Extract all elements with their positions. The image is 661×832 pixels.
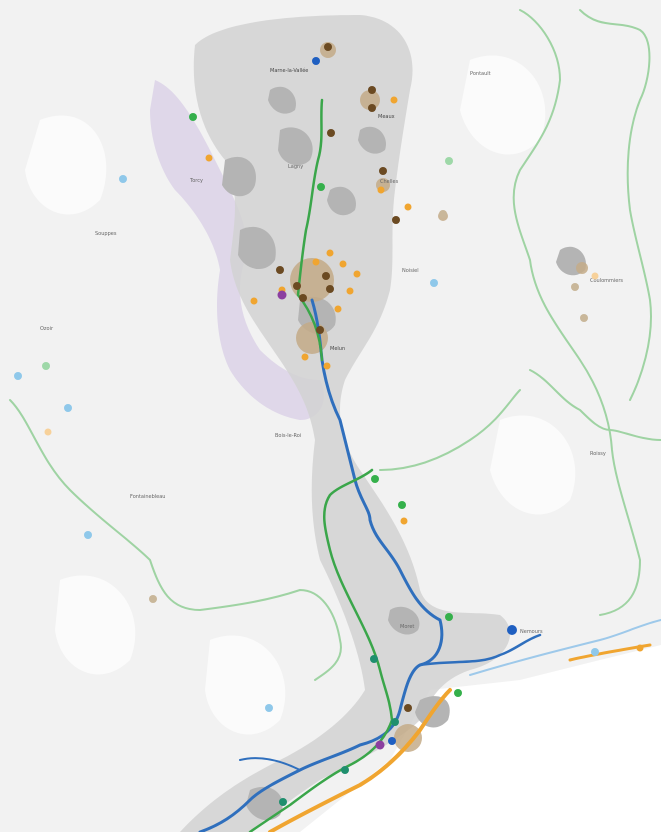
marker-green[interactable] bbox=[445, 613, 453, 621]
marker-blue[interactable] bbox=[312, 57, 320, 65]
marker-light-blue[interactable] bbox=[64, 404, 72, 412]
label-l1: Marne-la-Vallée bbox=[270, 67, 308, 74]
marker-tan[interactable] bbox=[149, 595, 157, 603]
coastline-orange bbox=[268, 688, 452, 832]
marker-teal[interactable] bbox=[370, 655, 378, 663]
label-l7: Ozoir bbox=[40, 326, 54, 332]
place-labels: Marne-la-Vallée Meaux Lagny Chelles Torc… bbox=[40, 67, 623, 635]
marker-green[interactable] bbox=[398, 501, 406, 509]
study-corridor bbox=[180, 15, 510, 832]
marker-orange[interactable] bbox=[301, 353, 309, 361]
green-route bbox=[248, 98, 394, 832]
marker-brown[interactable] bbox=[368, 104, 376, 112]
regional-routes bbox=[9, 9, 661, 681]
urban-areas bbox=[222, 86, 586, 821]
label-l9: Bois-le-Roi bbox=[275, 433, 301, 439]
marker-teal[interactable] bbox=[391, 718, 399, 726]
marker-orange[interactable] bbox=[636, 644, 644, 652]
marker-teal[interactable] bbox=[341, 766, 349, 774]
marker-brown[interactable] bbox=[322, 272, 330, 280]
marker-brown[interactable] bbox=[316, 326, 324, 334]
marker-teal[interactable] bbox=[279, 798, 287, 806]
marker-brown[interactable] bbox=[299, 294, 307, 302]
label-l6: Noisiel bbox=[402, 268, 419, 274]
marker-light-blue[interactable] bbox=[591, 648, 599, 656]
marker-green[interactable] bbox=[371, 475, 379, 483]
marker-light-blue[interactable] bbox=[265, 704, 273, 712]
label-l8: Melun bbox=[330, 346, 345, 352]
label-l3: Lagny bbox=[288, 164, 303, 170]
marker-green[interactable] bbox=[317, 183, 325, 191]
marker-brown[interactable] bbox=[276, 266, 284, 274]
river-branch bbox=[418, 633, 542, 667]
marker-orange[interactable] bbox=[346, 287, 354, 295]
marker-brown[interactable] bbox=[327, 129, 335, 137]
label-l16: Coulommiers bbox=[590, 278, 623, 284]
marker-light-blue[interactable] bbox=[119, 175, 127, 183]
marker-green[interactable] bbox=[189, 113, 197, 121]
marker-light-blue[interactable] bbox=[14, 372, 22, 380]
marker-orange[interactable] bbox=[250, 297, 258, 305]
marker-brown[interactable] bbox=[326, 285, 334, 293]
marker-brown[interactable] bbox=[293, 282, 301, 290]
markers[interactable] bbox=[14, 43, 644, 806]
label-l13: Souppes bbox=[95, 231, 117, 237]
marker-tan[interactable] bbox=[571, 283, 579, 291]
marker-light-green[interactable] bbox=[42, 362, 50, 370]
marker-brown[interactable] bbox=[324, 43, 332, 51]
sea-area bbox=[300, 645, 661, 832]
marker-orange[interactable] bbox=[404, 203, 412, 211]
marker-brown[interactable] bbox=[404, 704, 412, 712]
marker-brown[interactable] bbox=[379, 167, 387, 175]
label-l14: Pontault bbox=[470, 71, 491, 77]
marker-orange[interactable] bbox=[390, 96, 398, 104]
marker-orange[interactable] bbox=[353, 270, 361, 278]
marker-light-green[interactable] bbox=[445, 157, 453, 165]
label-l11: Moret bbox=[400, 624, 414, 630]
marker-blue[interactable] bbox=[507, 625, 517, 635]
marker-brown[interactable] bbox=[392, 216, 400, 224]
label-l15: Roissy bbox=[590, 451, 606, 457]
marker-orange[interactable] bbox=[339, 260, 347, 268]
marker-purple[interactable] bbox=[277, 290, 287, 300]
label-l5: Torcy bbox=[189, 178, 203, 184]
label-l10: Fontainebleau bbox=[130, 494, 165, 500]
marker-tan[interactable] bbox=[439, 210, 447, 218]
marker-orange[interactable] bbox=[377, 186, 385, 194]
marker-orange[interactable] bbox=[312, 258, 320, 266]
label-l2: Meaux bbox=[378, 114, 395, 120]
marker-pale-orange[interactable] bbox=[591, 272, 599, 280]
marker-tan[interactable] bbox=[580, 314, 588, 322]
marker-orange[interactable] bbox=[323, 362, 331, 370]
marker-orange[interactable] bbox=[205, 154, 213, 162]
marker-green[interactable] bbox=[454, 689, 462, 697]
marker-purple[interactable] bbox=[375, 740, 385, 750]
river-tributary bbox=[239, 757, 301, 771]
marker-blue[interactable] bbox=[388, 737, 396, 745]
marker-brown[interactable] bbox=[368, 86, 376, 94]
marker-orange[interactable] bbox=[326, 249, 334, 257]
label-l12: Nemours bbox=[520, 629, 543, 635]
marker-pale-orange[interactable] bbox=[44, 428, 52, 436]
coastline-light-blue bbox=[469, 619, 661, 676]
marker-orange[interactable] bbox=[334, 305, 342, 313]
marker-light-blue[interactable] bbox=[84, 531, 92, 539]
terrain-patches bbox=[25, 55, 576, 735]
marker-light-blue[interactable] bbox=[430, 279, 438, 287]
label-l4: Chelles bbox=[380, 179, 399, 185]
marker-orange[interactable] bbox=[400, 517, 408, 525]
